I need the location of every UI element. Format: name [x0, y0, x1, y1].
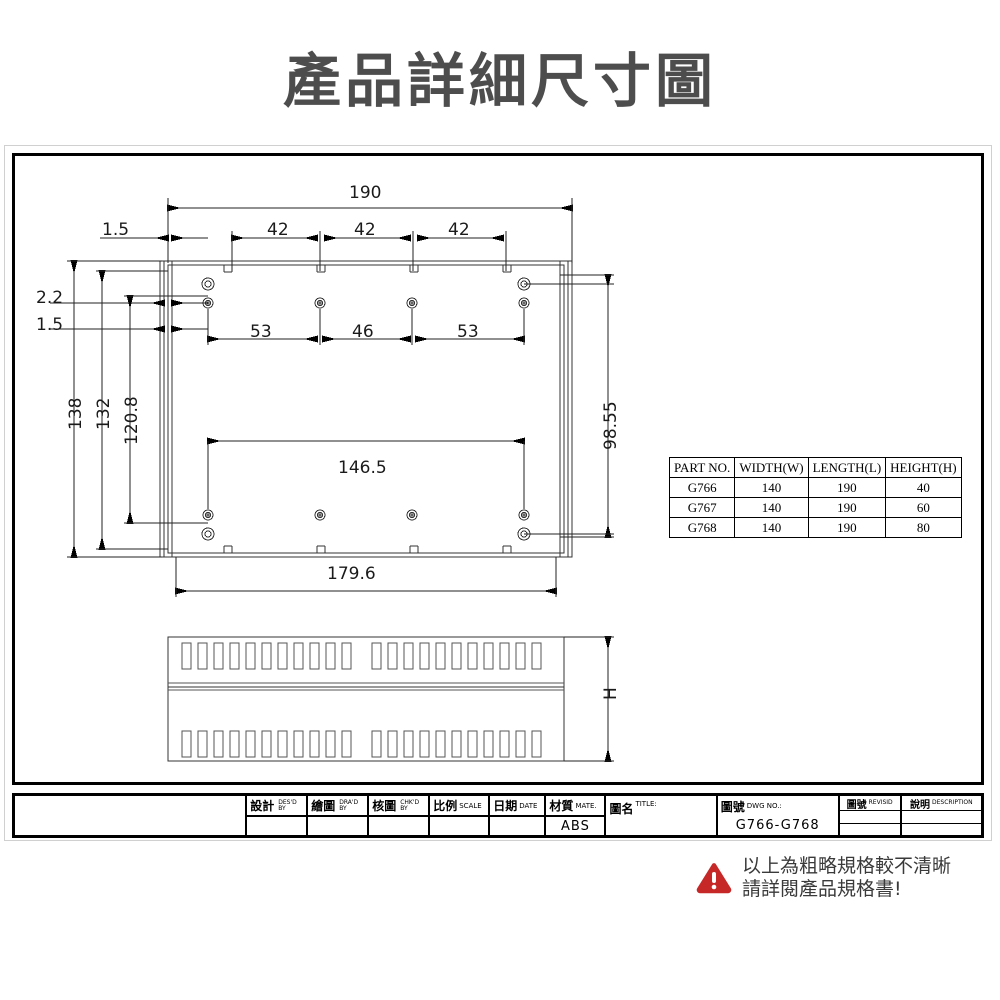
- table-row: G766 140 190 40: [668, 477, 962, 498]
- label-scale-en: SCALE: [459, 801, 482, 810]
- label-designed-en2: BY: [278, 804, 286, 812]
- title-block-description: 說明 DESCRIPTION: [901, 796, 981, 836]
- value-drawn-by: [308, 817, 367, 835]
- label-date-en: DATE: [519, 801, 538, 810]
- label-description-cn: 說明: [910, 799, 930, 811]
- cell-height: 60: [885, 497, 962, 518]
- title-block-drawing-title: 圖名 TITLE:: [606, 796, 718, 835]
- cell-height: 40: [885, 477, 962, 498]
- warning-line-2: 請詳閱產品規格書!: [742, 878, 902, 900]
- title-block-scale: 比例 SCALE: [430, 796, 491, 835]
- revision-row: [840, 824, 900, 836]
- title-block-checked-by: 核圖 CHK'D BY: [369, 796, 431, 835]
- value-material: ABS: [561, 818, 590, 834]
- dim-overall-length: 190: [349, 183, 382, 203]
- label-revision-en: REVISID: [868, 799, 893, 806]
- dim-section-height: H: [601, 687, 621, 700]
- value-designed-by: [247, 817, 306, 835]
- label-title-cn: 圖名: [609, 802, 634, 816]
- dim-overall-width: 138: [66, 397, 86, 430]
- technical-drawing: [50, 198, 614, 785]
- label-designed-cn: 設計: [250, 799, 275, 813]
- value-date: [490, 817, 544, 835]
- cell-length: 190: [807, 497, 887, 518]
- warning-note: 以上為粗略規格較不清晰 請詳閱產品規格書!: [695, 855, 951, 901]
- table-row: G768 140 190 80: [668, 517, 962, 538]
- label-dwg-no-cn: 圖號: [720, 799, 745, 814]
- dim-edge-offset-top: 1.5: [102, 220, 130, 240]
- title-block-material: 材質 MATE. ABS: [546, 796, 607, 835]
- cell-width: 140: [734, 497, 809, 518]
- value-scale: [430, 817, 488, 835]
- dim-edge-offset-left-2: 1.5: [36, 315, 64, 335]
- label-designed-en: DES'D: [278, 798, 297, 806]
- title-block-date: 日期 DATE: [490, 796, 547, 835]
- value-checked-by: [369, 817, 428, 835]
- table-header-row: PART NO. WIDTH(W) LENGTH(L) HEIGHT(H): [668, 457, 962, 478]
- dim-edge-offset-left-1: 2.2: [36, 288, 64, 308]
- label-revision-cn: 圖號: [846, 799, 867, 811]
- title-block-drawn-by: 繪圖 DRA'D BY: [308, 796, 370, 835]
- label-description-en: DESCRIPTION: [932, 799, 973, 806]
- label-checked-en2: BY: [400, 804, 408, 812]
- page-title: 產品詳細尺寸圖: [282, 47, 717, 115]
- table-row: G767 140 190 60: [668, 497, 962, 518]
- cell-part-no: G767: [668, 497, 736, 518]
- title-block-revision: 圖號 REVISID: [839, 796, 902, 836]
- label-title-en: TITLE:: [635, 800, 657, 808]
- title-block-designed-by: 設計 DES'D BY: [247, 796, 309, 835]
- label-drawn-cn: 繪圖: [311, 799, 336, 813]
- drawing-title-block: 設計 DES'D BY 繪圖 DRA'D BY 核圖 CHK'D BY: [12, 793, 984, 838]
- dim-base-length: 179.6: [327, 564, 376, 584]
- cell-part-no: G768: [668, 517, 736, 538]
- parts-specification-table: PART NO. WIDTH(W) LENGTH(L) HEIGHT(H) G7…: [668, 457, 962, 538]
- label-drawn-en: DRA'D: [339, 798, 359, 806]
- table-header-length: LENGTH(L): [807, 457, 887, 478]
- label-material-en: MATE.: [575, 801, 597, 810]
- dim-hole-pitch-2: 42: [354, 220, 376, 240]
- label-material-cn: 材質: [549, 799, 574, 813]
- cell-height: 80: [885, 517, 962, 538]
- table-header-height: HEIGHT(H): [885, 457, 962, 478]
- dim-inner-width: 132: [94, 397, 114, 430]
- cell-width: 140: [734, 517, 809, 538]
- cell-length: 190: [807, 517, 887, 538]
- cell-part-no: G766: [668, 477, 736, 498]
- description-row: [902, 824, 981, 836]
- dim-hole-pitch-1: 42: [267, 220, 289, 240]
- table-header-width: WIDTH(W): [734, 457, 809, 478]
- label-checked-en: CHK'D: [400, 798, 420, 806]
- description-row: [901, 811, 981, 824]
- dim-hole-width: 120.8: [122, 396, 142, 445]
- warning-triangle-icon: [696, 863, 732, 894]
- label-checked-cn: 核圖: [372, 799, 397, 813]
- cell-width: 140: [734, 477, 809, 498]
- dim-hole-span-1: 53: [250, 322, 272, 342]
- title-block-blank-cell: [15, 796, 248, 835]
- label-date-cn: 日期: [493, 799, 518, 813]
- dim-right-height: 98.55: [601, 401, 621, 450]
- value-dwg-no: G766-G768: [735, 818, 820, 833]
- table-header-part-no: PART NO.: [668, 457, 736, 478]
- label-dwg-no-en: DWG NO.:: [746, 802, 782, 810]
- dim-inner-length: 146.5: [338, 458, 387, 478]
- dim-hole-pitch-3: 42: [448, 220, 470, 240]
- cell-length: 190: [807, 477, 887, 498]
- title-block-drawing-number: 圖號 DWG NO.: G766-G768: [718, 796, 840, 835]
- revision-row: [839, 811, 900, 824]
- dim-hole-span-2: 46: [352, 322, 374, 342]
- label-drawn-en2: BY: [339, 804, 347, 812]
- label-scale-cn: 比例: [433, 799, 458, 813]
- warning-line-1: 以上為粗略規格較不清晰: [742, 855, 952, 877]
- dim-hole-span-3: 53: [457, 322, 479, 342]
